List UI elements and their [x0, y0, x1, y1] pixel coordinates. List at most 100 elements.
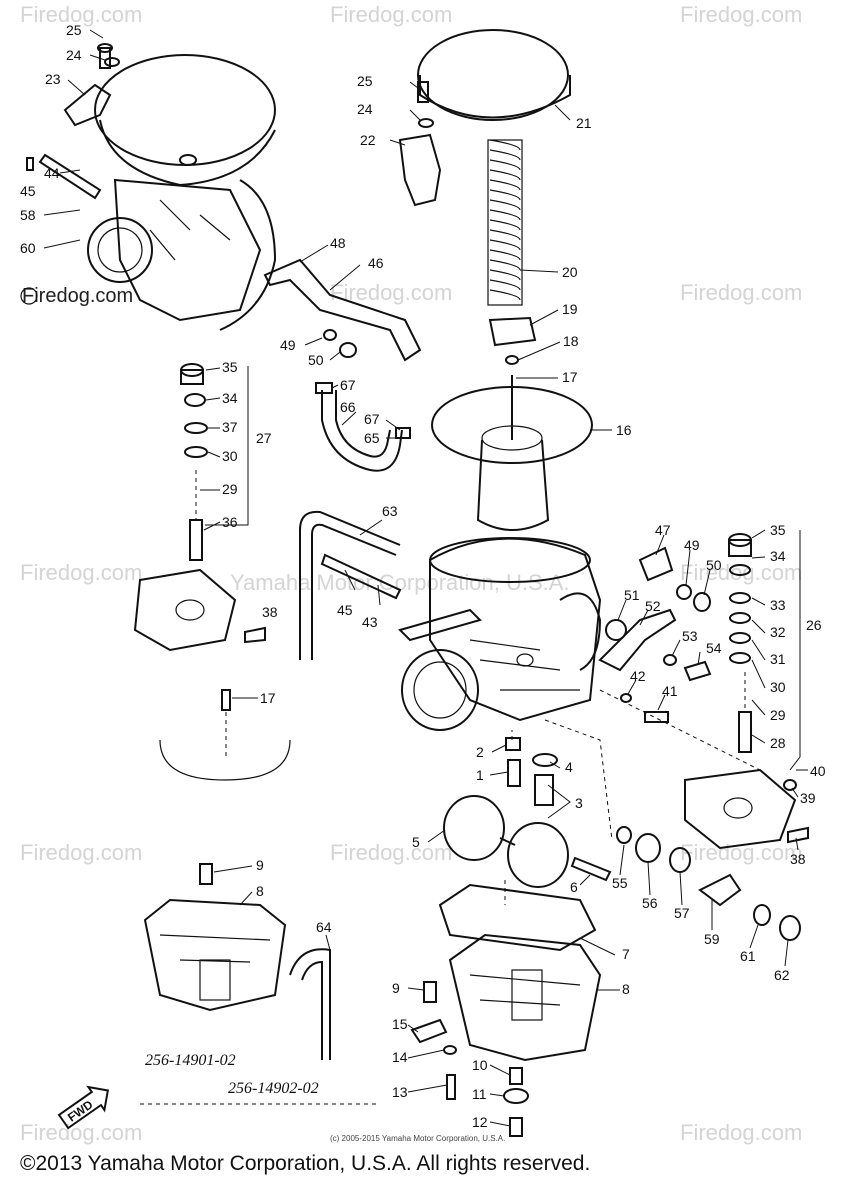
copyright-footer: ©2013 Yamaha Motor Corporation, U.S.A. A…	[20, 1152, 590, 1175]
callout-number: 52	[645, 598, 661, 614]
callout-number: 67	[364, 411, 380, 427]
callout-number: 30	[222, 448, 238, 464]
callout-number: 10	[472, 1057, 488, 1073]
tube-63-illustration	[299, 510, 402, 660]
watermark-text: Firedog.com	[20, 1120, 142, 1145]
left-float-bowl-illustration	[143, 863, 287, 1012]
callout-number: 30	[770, 679, 786, 695]
callout-number: 35	[222, 359, 238, 375]
float-assembly-illustration	[443, 737, 612, 888]
hose-66-illustration	[315, 382, 411, 472]
callout-number: 25	[357, 73, 373, 89]
callout-number: 29	[222, 481, 238, 497]
callout-number: 40	[810, 763, 826, 779]
callout-number: 31	[770, 651, 786, 667]
callout-number: 27	[256, 430, 272, 446]
callout-number: 44	[44, 165, 60, 181]
callout-number: 7	[622, 946, 630, 962]
callout-number: 48	[330, 235, 346, 251]
callout-number: 50	[308, 352, 324, 368]
assembly-guide-lines	[504, 689, 761, 905]
callout-number: 34	[222, 390, 238, 406]
callout-number: 17	[260, 690, 276, 706]
callout-number: 14	[392, 1049, 408, 1065]
callout-number: 60	[20, 240, 36, 256]
callout-number: 22	[360, 132, 376, 148]
callout-number: 9	[256, 857, 264, 873]
callout-number: 16	[616, 422, 632, 438]
callout-number: 54	[706, 640, 722, 656]
callout-number: 37	[222, 419, 238, 435]
callout-number: 46	[368, 255, 384, 271]
callout-number: 17	[562, 369, 578, 385]
callout-number: 29	[770, 707, 786, 723]
callout-number: 25	[66, 22, 82, 38]
callout-number: 38	[790, 851, 806, 867]
callout-number: 61	[740, 948, 756, 964]
callout-number: 45	[337, 602, 353, 618]
callout-number: 50	[706, 557, 722, 573]
callout-number: 20	[562, 264, 578, 280]
right-float-bowl-illustration	[410, 883, 602, 1137]
callout-number: 24	[66, 47, 82, 63]
callout-number: 21	[576, 115, 592, 131]
callout-number: 63	[382, 503, 398, 519]
callout-number: 51	[624, 587, 640, 603]
callout-number: 28	[770, 735, 786, 751]
callout-number: 58	[20, 207, 36, 223]
callout-number: 15	[392, 1016, 408, 1032]
callout-number: 11	[472, 1086, 487, 1102]
callout-labels: 25 24 23 44 45 58 60 48 46 49 50 35 34 3…	[20, 22, 826, 1130]
callout-number: 6	[570, 879, 578, 895]
callout-number: 39	[800, 790, 816, 806]
watermark-text: Firedog.com	[20, 2, 142, 27]
part-number-text: 256-14901-02	[145, 1052, 236, 1069]
callout-number: 66	[340, 399, 356, 415]
callout-number: 67	[340, 377, 356, 393]
part-number-text: 256-14902-02	[228, 1080, 319, 1097]
callout-number: 57	[674, 905, 690, 921]
callout-number: 36	[222, 514, 238, 530]
watermarks: Firedog.com Firedog.com Firedog.com Fire…	[20, 2, 802, 1145]
callout-number: 19	[562, 301, 578, 317]
callout-number: 9	[392, 980, 400, 996]
callout-number: 59	[704, 931, 720, 947]
small-copyright-text: (c) 2005-2015 Yamaha Motor Corporation, …	[330, 1134, 505, 1143]
callout-number: 5	[412, 834, 420, 850]
callout-number: 42	[630, 668, 646, 684]
watermark-text: Firedog.com	[680, 280, 802, 305]
callout-number: 53	[682, 628, 698, 644]
callout-number: 8	[256, 883, 264, 899]
callout-number: 62	[774, 967, 790, 983]
callout-number: 13	[392, 1084, 408, 1100]
callout-number: 41	[662, 683, 678, 699]
callout-number: 43	[362, 614, 378, 630]
callout-leaders	[43, 29, 808, 1127]
ring-17-illustration	[159, 689, 291, 781]
top-cap-spring-illustration	[398, 29, 571, 440]
callout-number: 55	[612, 875, 628, 891]
assembled-carburetor-illustration	[26, 43, 277, 331]
callout-number: 12	[472, 1114, 488, 1130]
callout-number: 3	[575, 795, 583, 811]
callout-number: 47	[655, 522, 671, 538]
callout-number: 23	[45, 71, 61, 87]
watermark-text: Firedog.com	[680, 840, 802, 865]
main-carburetor-body-illustration	[398, 537, 602, 731]
copyright-circle-icon	[20, 287, 38, 305]
callout-number: 2	[476, 744, 484, 760]
left-assembly-27-illustration	[133, 363, 266, 652]
callout-number: 35	[770, 522, 786, 538]
callout-number: 65	[364, 430, 380, 446]
callout-number: 45	[20, 183, 36, 199]
watermark-text-dark: Firedog.com	[22, 285, 133, 307]
callout-number: 33	[770, 597, 786, 613]
watermark-text: Firedog.com	[330, 2, 452, 27]
watermark-text: Firedog.com	[680, 2, 802, 27]
callout-number: 18	[563, 333, 579, 349]
callout-number: 38	[262, 604, 278, 620]
hose-64-illustration	[289, 948, 331, 1060]
callout-number: 4	[565, 759, 573, 775]
watermark-text: Firedog.com	[20, 840, 142, 865]
